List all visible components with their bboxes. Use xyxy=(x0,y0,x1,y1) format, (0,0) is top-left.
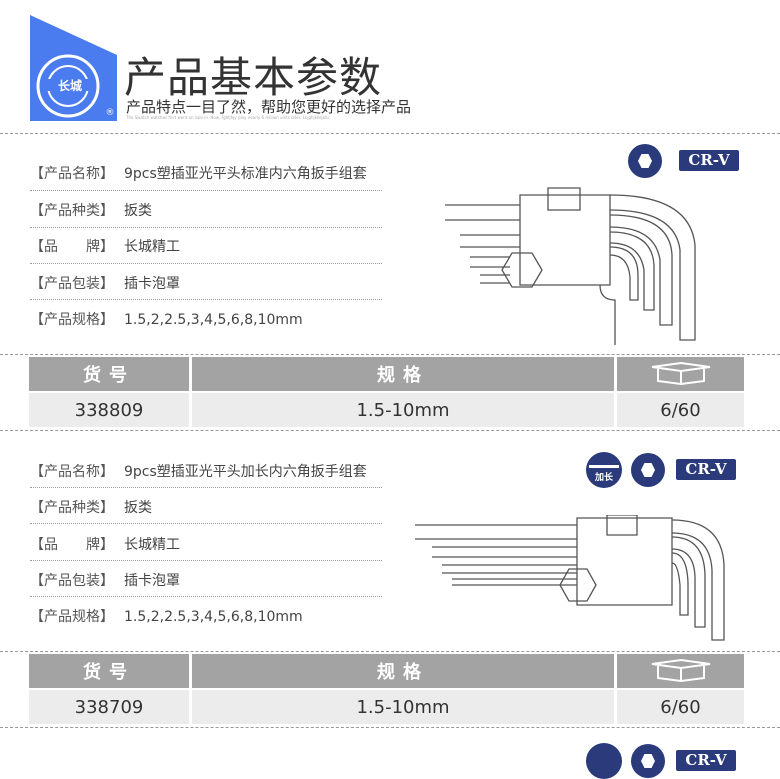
svg-text:长城: 长城 xyxy=(58,78,82,93)
header-spec: 规格 xyxy=(192,357,614,391)
field-spec: 【产品规格】1.5,2,2.5,3,4,5,6,8,10mm xyxy=(30,312,303,328)
crv-badge: CR-V xyxy=(679,150,739,171)
pack-qty: 6/60 xyxy=(617,690,744,724)
pack-qty: 6/60 xyxy=(617,393,744,427)
spec-table-1: 货号 规格 338809 1.5-10mm 6/60 xyxy=(26,355,747,429)
field-brand: 【品 牌】长城精工 xyxy=(30,239,180,255)
header-spec: 规格 xyxy=(192,654,614,688)
field-name: 【产品名称】9pcs塑插亚光平头加长内六角扳手组套 xyxy=(30,464,367,480)
hex-icon xyxy=(628,144,662,178)
extended-badge: 加长 xyxy=(586,452,622,488)
fine-print: The Swatch watches first went on sale in… xyxy=(126,115,329,120)
page-subtitle: 产品特点一目了然，帮助您更好的选择产品 xyxy=(126,98,412,116)
header-item-no: 货号 xyxy=(29,357,189,391)
crv-badge: CR-V xyxy=(676,459,736,480)
brand-logo: 长城 ® xyxy=(30,15,117,121)
item-number: 338709 xyxy=(29,690,189,724)
hex-icon xyxy=(631,744,665,778)
hex-key-set-image xyxy=(415,515,725,641)
svg-text:®: ® xyxy=(106,108,115,118)
hex-key-set-image xyxy=(445,187,696,345)
field-category: 【产品种类】扳类 xyxy=(30,203,152,219)
box-icon xyxy=(617,654,744,688)
divider xyxy=(0,133,780,134)
spec-table-2: 货号 规格 338709 1.5-10mm 6/60 xyxy=(26,652,747,726)
field-category: 【产品种类】扳类 xyxy=(30,500,152,516)
field-spec: 【产品规格】1.5,2,2.5,3,4,5,6,8,10mm xyxy=(30,609,303,625)
spec-range: 1.5-10mm xyxy=(192,690,614,724)
hex-icon xyxy=(631,453,665,487)
page-title: 产品基本参数 xyxy=(124,53,383,102)
box-icon xyxy=(617,357,744,391)
table-row: 338809 1.5-10mm 6/60 xyxy=(29,393,744,427)
field-packaging: 【产品包装】插卡泡罩 xyxy=(30,276,180,292)
header-item-no: 货号 xyxy=(29,654,189,688)
table-row: 338709 1.5-10mm 6/60 xyxy=(29,690,744,724)
item-number: 338809 xyxy=(29,393,189,427)
field-brand: 【品 牌】长城精工 xyxy=(30,537,180,553)
crv-badge: CR-V xyxy=(676,750,736,771)
field-packaging: 【产品包装】插卡泡罩 xyxy=(30,573,180,589)
spec-range: 1.5-10mm xyxy=(192,393,614,427)
extended-badge xyxy=(586,743,622,779)
field-name: 【产品名称】9pcs塑插亚光平头标准内六角扳手组套 xyxy=(30,166,367,182)
